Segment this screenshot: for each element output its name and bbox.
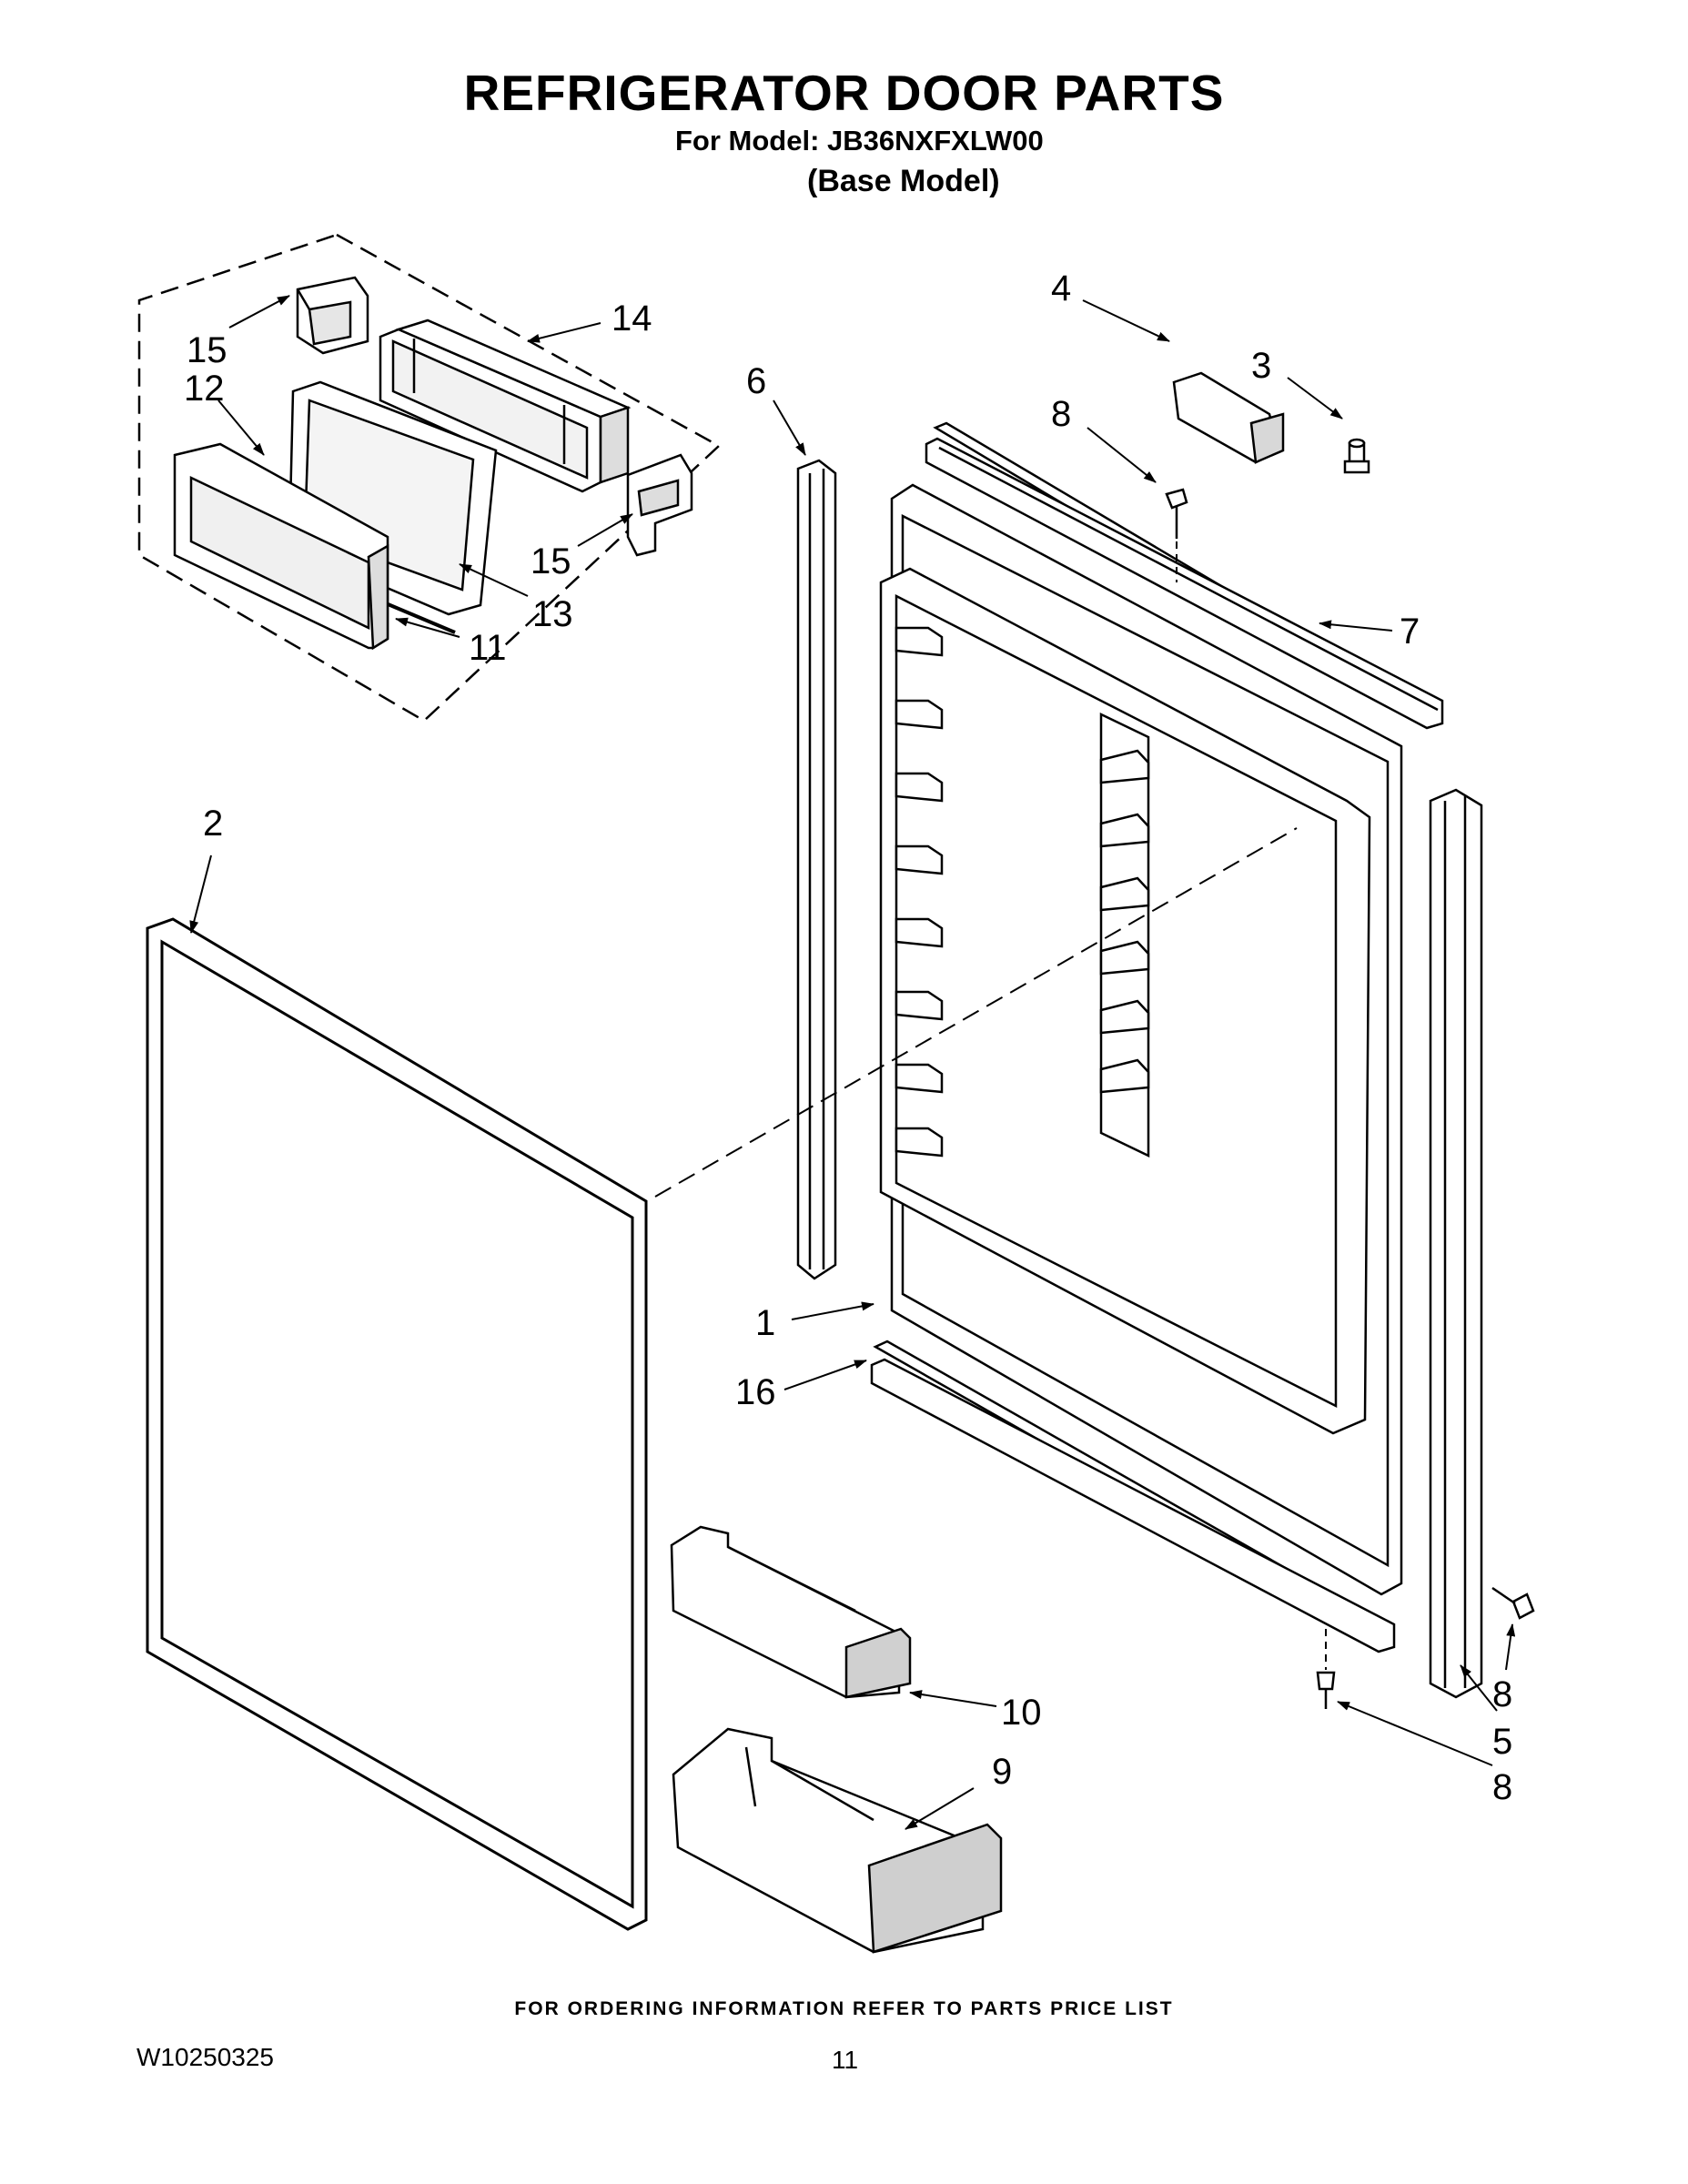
callout-11: 11: [469, 628, 507, 668]
callout-7: 7: [1400, 612, 1420, 652]
top-door-trim-part: [925, 421, 1444, 730]
callout-5: 5: [1492, 1722, 1512, 1762]
model-subtitle: For Model: JB36NXFXLW00: [675, 125, 1044, 157]
leader-15a: [228, 295, 290, 329]
page-title: REFRIGERATOR DOOR PARTS: [463, 65, 1225, 121]
callout-10: 10: [1001, 1693, 1042, 1733]
small-door-bin-part: [670, 1525, 912, 1699]
hinge-cover-part: [1172, 371, 1285, 464]
door-gasket-part: [146, 917, 648, 1931]
bottom-door-trim-part: [870, 1340, 1396, 1653]
leader-7: [1319, 620, 1393, 632]
crisper-pan-part: [379, 318, 632, 493]
callout-9: 9: [992, 1752, 1012, 1792]
callout-15-bottom: 15: [531, 541, 571, 581]
left-door-trim-part: [796, 459, 837, 1280]
hinge-pin-part: [1343, 438, 1370, 474]
leader-10: [909, 1690, 997, 1707]
callout-1: 1: [755, 1303, 775, 1343]
callout-16: 16: [735, 1372, 776, 1412]
leader-15b: [577, 513, 633, 547]
leader-1: [791, 1301, 874, 1320]
right-door-trim-part: [1429, 788, 1483, 1699]
screw-bottom-part: [1316, 1671, 1336, 1709]
leader-12: [217, 399, 265, 456]
leader-8b: [1505, 1623, 1516, 1671]
leader-3: [1287, 377, 1343, 420]
leader-16: [783, 1360, 867, 1390]
leader-5: [1460, 1664, 1498, 1712]
page-number: 11: [832, 2046, 859, 2074]
leader-4: [1082, 299, 1170, 342]
door-liner-part: [879, 483, 1403, 1596]
callout-3: 3: [1251, 346, 1271, 386]
callout-4: 4: [1051, 268, 1071, 308]
crisper-assembly-outline: [137, 233, 722, 723]
callout-13: 13: [532, 594, 573, 634]
base-model-label: (Base Model): [807, 164, 1000, 198]
callout-12: 12: [184, 369, 225, 409]
crisper-front-cover-part: [173, 442, 389, 651]
leader-11: [395, 617, 460, 638]
leader-8a: [1087, 427, 1157, 483]
callout-8-right: 8: [1492, 1674, 1512, 1714]
screw-bottom-right-part: [1491, 1586, 1535, 1620]
callout-15-top: 15: [187, 330, 227, 370]
callout-2: 2: [203, 804, 223, 844]
crisper-bracket-left-part: [296, 276, 369, 355]
leader-13: [459, 563, 529, 597]
leader-14: [527, 322, 601, 343]
callout-8-bottom: 8: [1492, 1767, 1512, 1807]
callout-8-top: 8: [1051, 394, 1071, 434]
crisper-bracket-right-part: [626, 453, 693, 557]
door-liner-right-shelves: [1099, 749, 1150, 1094]
door-liner-left-shelves: [895, 626, 944, 1158]
callout-6: 6: [746, 361, 766, 401]
leader-6: [773, 399, 806, 456]
callout-14: 14: [612, 298, 652, 339]
gasket-alignment-line: [654, 827, 1298, 1198]
ordering-note: FOR ORDERING INFORMATION REFER TO PARTS …: [514, 1998, 1174, 2019]
large-door-bin-part: [672, 1727, 1003, 1954]
document-number: W10250325: [136, 2043, 275, 2071]
leader-8c: [1337, 1701, 1493, 1766]
leader-9: [905, 1787, 975, 1830]
leader-2: [189, 854, 212, 934]
screw-top-part: [1165, 488, 1188, 539]
